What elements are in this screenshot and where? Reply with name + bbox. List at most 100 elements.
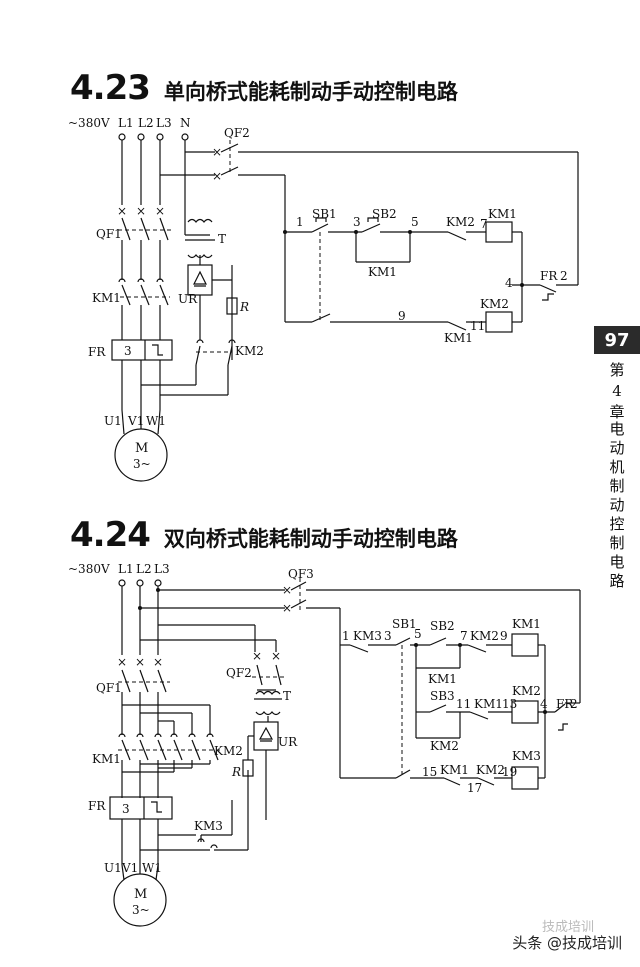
phase-l1-label: L1 — [118, 116, 134, 130]
fr-nc-label: FR — [540, 269, 558, 283]
node-7: 7 — [480, 217, 488, 231]
qf2-breaker: ×× — [212, 140, 579, 322]
svg-text:×: × — [271, 649, 281, 663]
watermark-faint: 技成培训 — [541, 920, 594, 935]
control-line-2 — [285, 285, 523, 333]
section-1-title: 单向桥式能耗制动手动控制电路 — [163, 80, 458, 104]
rectifier-ur-2: R — [231, 721, 279, 820]
km1-coil-label-2: KM1 — [512, 617, 541, 631]
node-2-2: 2 — [570, 697, 578, 711]
control-row-brake — [340, 766, 545, 790]
node-3-2: 3 — [384, 629, 392, 643]
transformer-t-2 — [254, 690, 282, 722]
svg-text:×: × — [282, 583, 292, 597]
section-2-heading: 4.24 双向桥式能耗制动手动控制电路 — [70, 515, 458, 555]
svg-text:3~: 3~ — [132, 903, 150, 917]
svg-text:M: M — [135, 441, 148, 456]
terminal-u1: U1 — [104, 414, 122, 428]
svg-text:R: R — [231, 765, 241, 779]
km2-nc-label-3: KM2 — [476, 763, 505, 777]
fr-label-2: FR — [88, 799, 106, 813]
km3-brake-contacts — [140, 770, 249, 851]
node-1: 1 — [296, 215, 304, 229]
rectifier-ur-label-2: UR — [278, 735, 298, 749]
node-11-2: 11 — [456, 697, 471, 711]
phase-l1-label-2: L1 — [118, 562, 134, 576]
sb3-label: SB3 — [430, 689, 455, 703]
chapter-indicator: 第 4 章 — [606, 360, 628, 423]
chapter-number: 4 — [612, 382, 622, 400]
chapter-prefix: 第 — [609, 361, 625, 379]
svg-text:×: × — [155, 204, 165, 218]
node-5: 5 — [411, 215, 419, 229]
supply-voltage-label-2: ~380V — [68, 562, 110, 576]
svg-text:R: R — [239, 300, 249, 314]
km3-brake-label: KM3 — [194, 819, 223, 833]
km1-main-label-2: KM1 — [92, 752, 121, 766]
node-15: 15 — [422, 765, 437, 779]
sb2-label-2: SB2 — [430, 619, 455, 633]
svg-text:×: × — [282, 601, 292, 615]
section-1-number: 4.23 — [70, 68, 151, 108]
km3-nc-label: KM3 — [353, 629, 382, 643]
watermark: 头条 @技成培训 — [512, 934, 622, 952]
km1-holding-label-2: KM1 — [428, 672, 457, 686]
control-line-1 — [283, 217, 523, 322]
phase-wires-2 — [121, 586, 285, 655]
km2-main-label-2: KM2 — [214, 744, 243, 758]
neutral-label: N — [180, 116, 191, 130]
node-2: 2 — [560, 269, 568, 283]
svg-text:M: M — [134, 887, 147, 902]
svg-text:×: × — [212, 145, 222, 159]
svg-text:×: × — [117, 204, 127, 218]
qf2-breaker-2: ×× — [252, 625, 284, 691]
node-3: 3 — [353, 215, 361, 229]
qf3-breaker: ×× — [282, 578, 581, 778]
svg-text:×: × — [117, 655, 127, 669]
km1-interlock-label: KM1 — [444, 331, 473, 345]
km2-brake-label: KM2 — [235, 344, 264, 358]
page-number-tab: 97 — [594, 326, 640, 354]
supply-terminals-2 — [118, 579, 162, 587]
svg-text:×: × — [136, 204, 146, 218]
phase-l3-label: L3 — [156, 116, 172, 130]
sb1-label-2: SB1 — [392, 617, 417, 631]
terminal-w1: W1 — [146, 414, 166, 428]
km1-interlock-label-2: KM1 — [474, 697, 503, 711]
phase-l2-label-2: L2 — [136, 562, 152, 576]
transformer-t-label: T — [218, 232, 226, 246]
node-13: 13 — [502, 697, 517, 711]
svg-text:3~: 3~ — [133, 457, 151, 471]
qf1-label: QF1 — [96, 227, 122, 241]
motor-m-2: M 3~ — [113, 864, 167, 927]
svg-text:×: × — [212, 169, 222, 183]
km1-km2-main-contacts — [118, 705, 220, 798]
section-2-title: 双向桥式能耗制动手动控制电路 — [163, 527, 458, 551]
rectifier-ur: R — [187, 255, 249, 360]
node-1-2: 1 — [342, 629, 350, 643]
qf2-label: QF2 — [224, 126, 250, 140]
km1-main-contacts — [118, 278, 170, 340]
node-9-2: 9 — [500, 629, 508, 643]
qf1-breaker-2: ××× — [117, 655, 210, 735]
km2-brake-contacts — [141, 339, 236, 396]
node-9: 9 — [398, 309, 406, 323]
section-1-heading: 4.23 单向桥式能耗制动手动控制电路 — [70, 68, 458, 108]
km3-coil-label: KM3 — [512, 749, 541, 763]
km2-interlock-label: KM2 — [446, 215, 475, 229]
km2-interlock-label-2: KM2 — [470, 629, 499, 643]
motor-m: M 3~ — [114, 409, 168, 482]
transformer-t-label-2: T — [283, 689, 291, 703]
km1-main-label: KM1 — [92, 291, 121, 305]
node-17: 17 — [467, 781, 482, 795]
terminal-v1-2: V1 — [121, 861, 138, 875]
chapter-suffix: 章 — [609, 403, 625, 421]
terminal-w1-2: W1 — [142, 861, 162, 875]
node-19: 19 — [502, 765, 517, 779]
phase-wires — [121, 140, 215, 235]
qf1-label-2: QF1 — [96, 681, 122, 695]
fr-label: FR — [88, 345, 106, 359]
km2-holding-label-2: KM2 — [430, 739, 459, 753]
qf1-breaker: × × × — [117, 204, 172, 280]
node-4: 4 — [505, 276, 513, 290]
